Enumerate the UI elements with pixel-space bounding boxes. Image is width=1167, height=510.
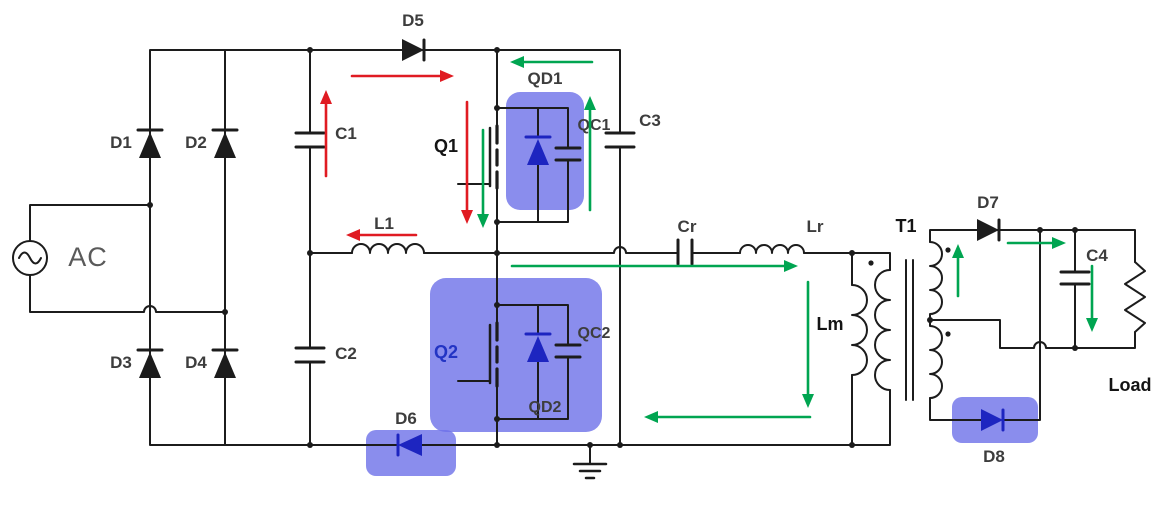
diode-d2: [211, 128, 239, 158]
green-arrow-down-lm: [802, 280, 814, 408]
green-arrow-right-tank: [510, 260, 798, 272]
inductor-l1: [351, 243, 425, 254]
highlight-q2-region: [430, 278, 602, 432]
inductor-lr: [739, 244, 805, 254]
load-resistor: [1124, 261, 1146, 333]
label-d6: D6: [395, 409, 417, 428]
transformer-t1: [868, 241, 951, 401]
ac-source: [12, 240, 48, 276]
green-arrow-down-q1: [477, 128, 489, 228]
highlight-qd1-region: [506, 92, 584, 210]
diode-d1: [136, 128, 164, 158]
green-arrow-down-load: [1086, 264, 1098, 332]
label-d8: D8: [983, 447, 1005, 466]
green-current-arrows: [477, 56, 1098, 423]
body-diode-qd1: [524, 135, 552, 165]
red-arrow-left-l1: [346, 229, 418, 241]
label-d2: D2: [185, 133, 207, 152]
label-qc2: QC2: [578, 325, 611, 342]
ground-symbol: [572, 462, 608, 480]
label-q1: Q1: [434, 136, 458, 156]
green-arrow-up-qc1: [584, 96, 596, 212]
capacitor-c3: [604, 131, 636, 149]
label-c4: C4: [1086, 246, 1108, 265]
mosfet-q2: [457, 321, 499, 388]
junction-dots: [147, 47, 1078, 448]
diode-d7: [977, 218, 1001, 242]
label-c2: C2: [335, 344, 357, 363]
capacitor-c4: [1059, 270, 1091, 286]
label-layer: AC D1 D2 D3 D4 D5 C1 C2 L1 Q1 QD1 QC1 C3…: [68, 11, 1151, 466]
primary-winding: [874, 269, 891, 391]
capacitor-c1: [294, 131, 326, 149]
red-arrow-top-right: [350, 70, 454, 82]
capacitor-cr: [676, 238, 694, 266]
capacitor-qc2: [554, 343, 582, 359]
red-arrow-up-c1: [320, 90, 332, 178]
label-l1: L1: [374, 214, 394, 233]
diode-d5: [402, 38, 426, 62]
diode-d6: [396, 433, 422, 457]
label-c1: C1: [335, 124, 357, 143]
inductor-lm: [851, 284, 868, 376]
wires: [29, 49, 1136, 465]
label-q2: Q2: [434, 342, 458, 362]
body-diode-qd2: [524, 332, 552, 362]
label-d1: D1: [110, 133, 132, 152]
green-arrow-left-top-rail: [510, 56, 594, 68]
mosfet-q1: [457, 124, 499, 190]
label-d5: D5: [402, 11, 424, 30]
diode-d4: [211, 348, 239, 378]
label-qd1: QD1: [528, 69, 563, 88]
wire-layer: [29, 49, 1136, 465]
green-arrow-up-secondary: [952, 244, 964, 298]
label-lm: Lm: [817, 314, 844, 334]
label-ac: AC: [68, 242, 108, 272]
label-d7: D7: [977, 193, 999, 212]
highlight-d6-region: [366, 430, 456, 476]
diode-d3: [136, 348, 164, 378]
label-d3: D3: [110, 353, 132, 372]
label-d4: D4: [185, 353, 207, 372]
core: [905, 259, 914, 401]
green-arrow-right-output: [1006, 237, 1066, 249]
red-current-arrows: [320, 70, 473, 241]
diode-d8: [981, 408, 1005, 432]
label-lr: Lr: [807, 217, 824, 236]
sine-icon: [18, 251, 42, 265]
label-t1: T1: [895, 216, 916, 236]
label-cr: Cr: [678, 217, 697, 236]
label-qd2: QD2: [529, 399, 562, 416]
label-load: Load: [1109, 375, 1152, 395]
capacitor-c2: [294, 346, 326, 364]
red-arrow-down-q1: [461, 100, 473, 224]
label-qc1: QC1: [578, 117, 611, 134]
polarity-dots: [868, 247, 951, 337]
capacitor-qc1: [554, 146, 582, 162]
label-c3: C3: [639, 111, 661, 130]
green-arrow-left-return: [644, 411, 812, 423]
